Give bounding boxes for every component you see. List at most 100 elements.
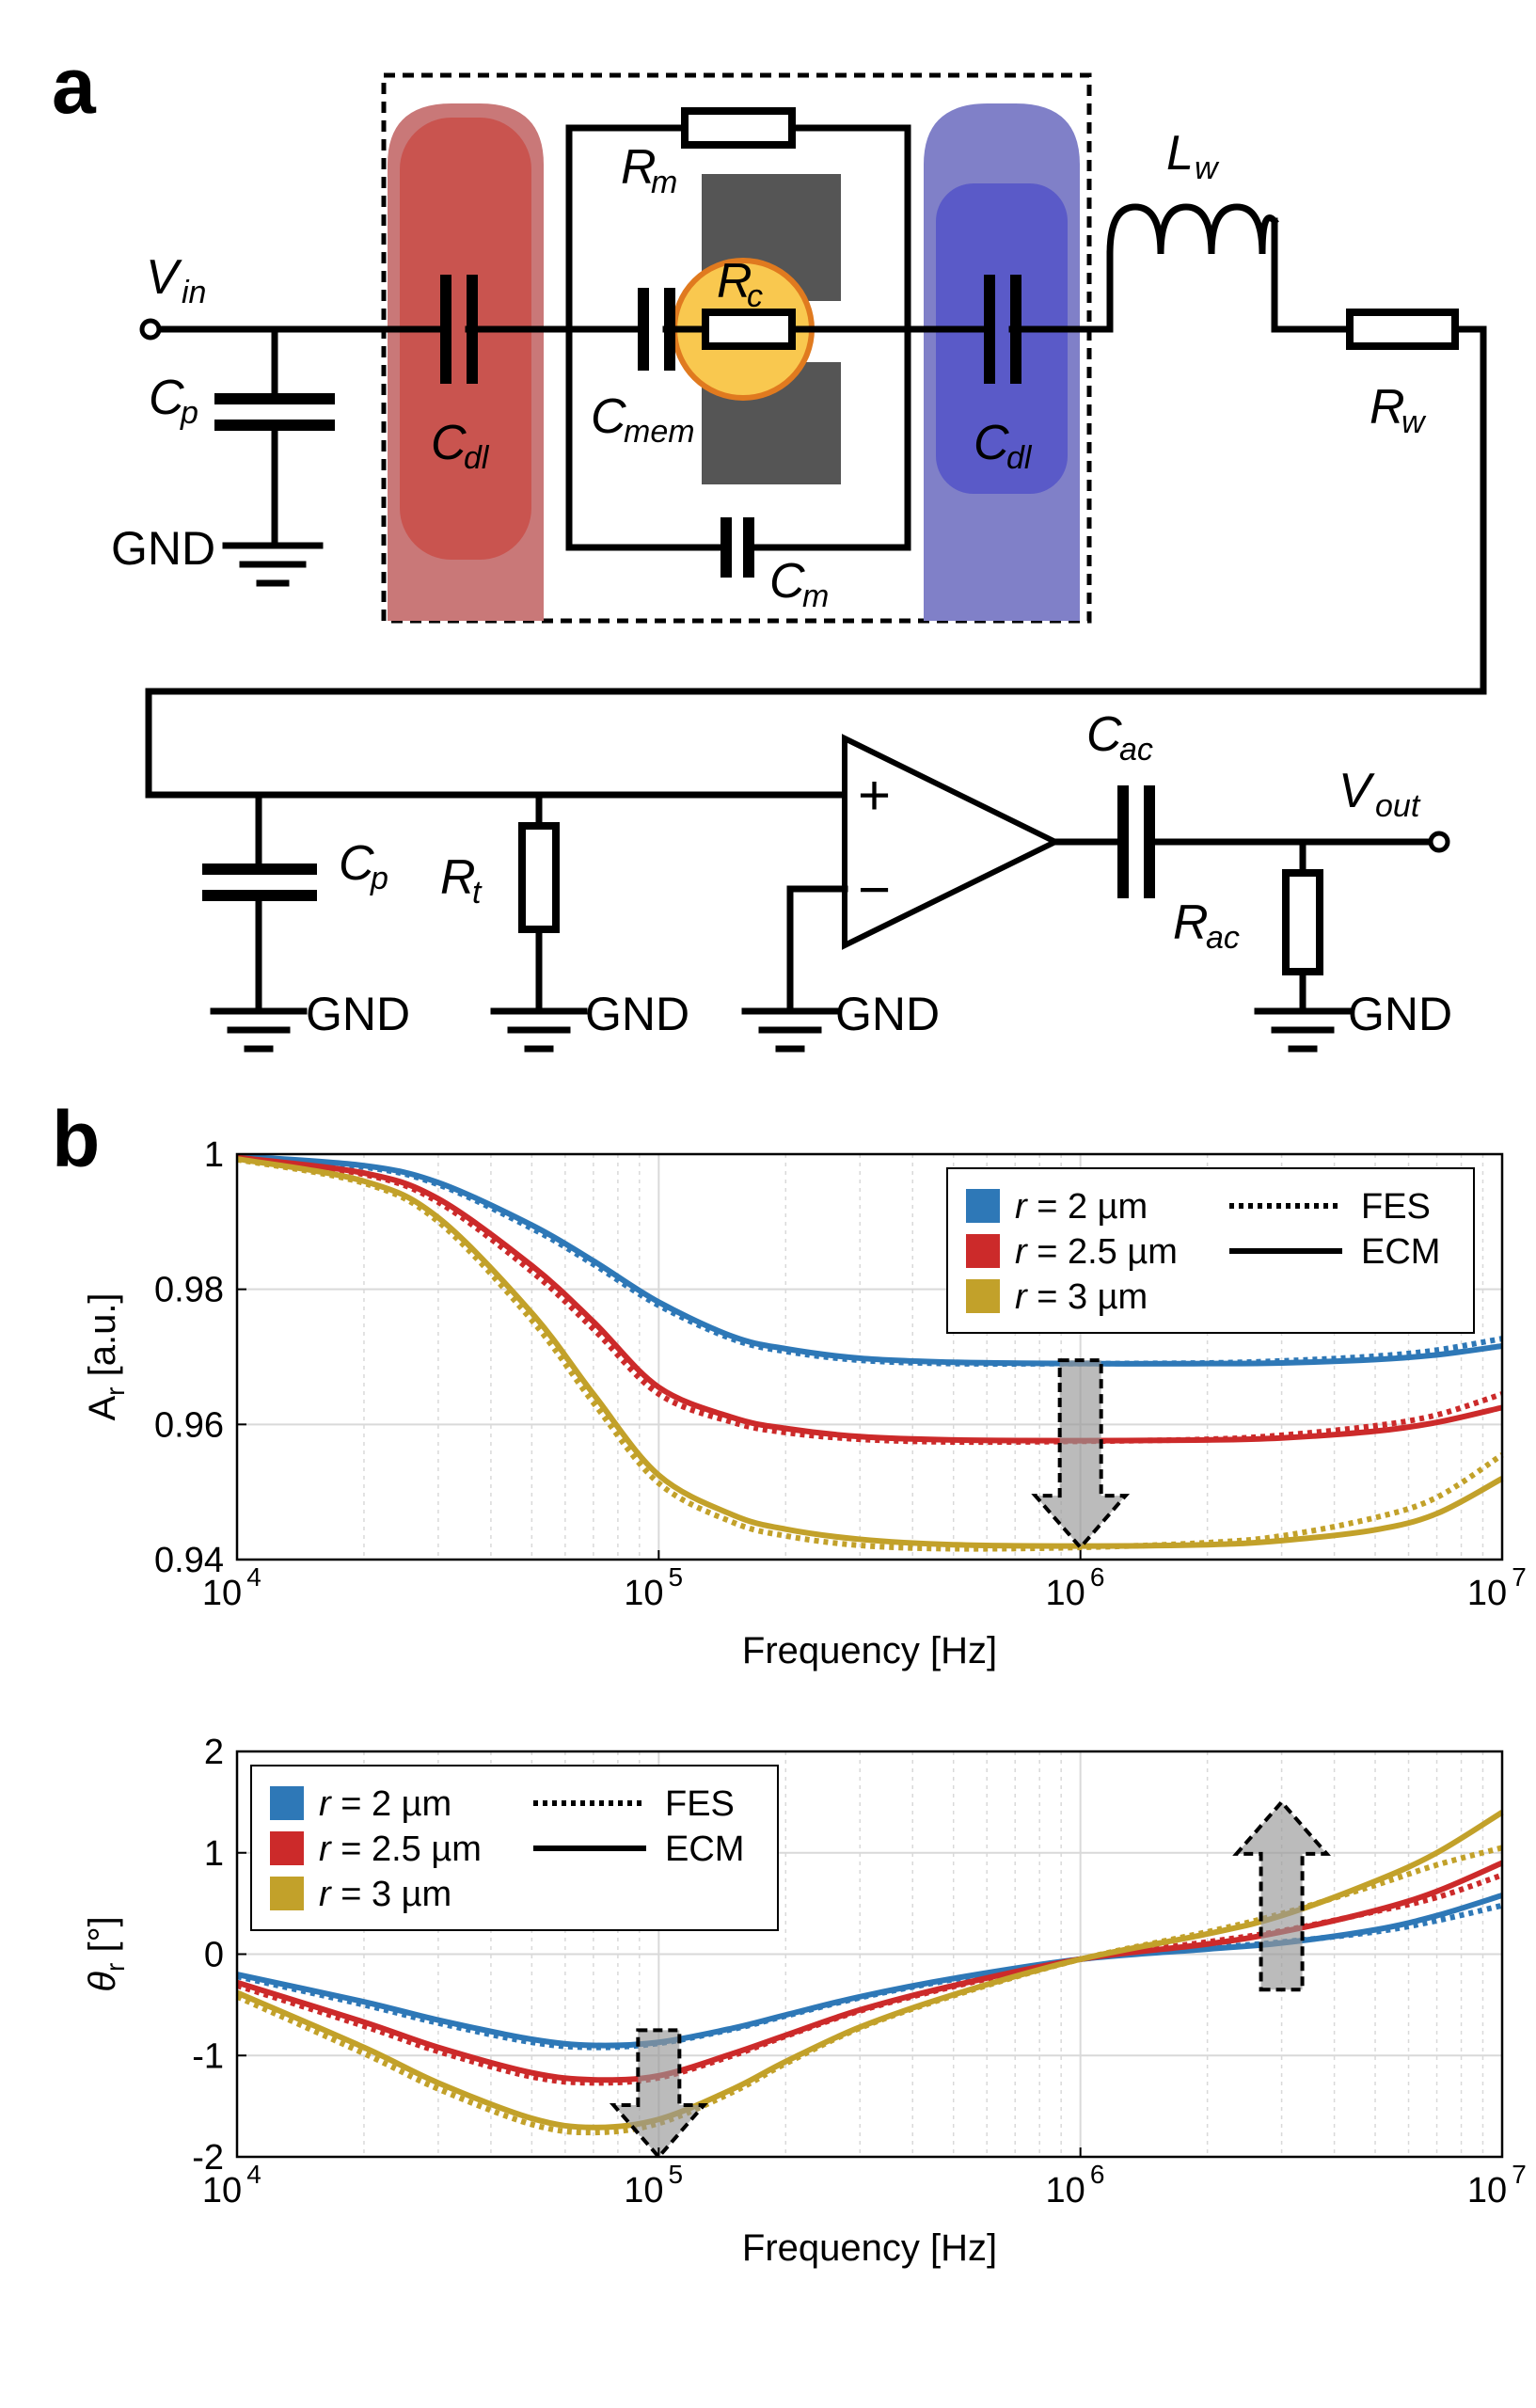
svg-text:R: R [1370,380,1405,435]
op-amp-plus: + [858,764,891,827]
series-line-fes [236,1153,1503,1367]
x-tick-label: 10 [624,1574,663,1613]
y-axis-label: θr [°] [82,1916,130,1991]
legend-series-label: r = 2.5 µm [319,1830,482,1869]
y-tick-label: 0.96 [154,1405,224,1445]
svg-text:C: C [339,836,374,891]
x-axis-label: Frequency [Hz] [742,1630,997,1671]
svg-text:dl: dl [1006,440,1033,476]
legend-series-label: r = 2 µm [1015,1187,1148,1227]
svg-text:w: w [1195,150,1220,186]
x-tick-exponent: 7 [1512,2160,1527,2189]
op-amp-minus: − [858,858,891,921]
label-rt: Rt [440,850,483,911]
svg-text:R: R [621,140,657,195]
y-tick-label: -1 [192,2036,224,2076]
panel-a-label: a [52,41,97,130]
series-line-fes [236,1872,1503,2086]
label-gnd-rac: GND [1348,988,1452,1040]
svg-text:R: R [440,850,476,905]
y-tick-label: 2 [204,1733,224,1772]
x-tick-label: 10 [1046,2171,1085,2210]
label-gnd-in: GND [111,522,215,575]
svg-text:p: p [180,395,198,431]
legend-series-label: r = 2 µm [319,1784,451,1824]
x-tick-label: 10 [1467,2171,1507,2210]
legend-style-label: ECM [665,1830,744,1869]
axes-frame [235,1750,1504,2159]
svg-text:in: in [182,275,206,310]
svg-text:C: C [974,416,1009,470]
y-tick-label: -2 [192,2138,224,2178]
svg-text:w: w [1401,404,1427,440]
legend-box [250,1765,779,1931]
legend-swatch [270,1831,304,1865]
svg-text:R: R [1173,895,1209,950]
legend-swatch [966,1279,1000,1313]
series-line-fes [236,1902,1503,2051]
series-line-fes [236,1156,1504,1552]
svg-text:V: V [1338,764,1375,818]
legend-style-label: FES [1361,1187,1431,1227]
label-cac: Cac [1086,707,1153,768]
y-tick-label: 0 [204,1936,224,1975]
svg-text:C: C [591,389,626,444]
x-tick-exponent: 6 [1090,2160,1105,2189]
panel-b-label: b [52,1095,100,1183]
y-axis-label-text: θr [°] [82,1916,130,1991]
svg-text:c: c [747,278,763,314]
label-cm: Cm [769,554,829,614]
legend-swatch [966,1189,1000,1223]
svg-text:m: m [802,578,829,614]
legend-box [946,1167,1475,1334]
op-amp [842,734,1062,950]
y-axis-label-text: Ar [a.u.] [82,1292,130,1420]
legend-swatch [966,1234,1000,1268]
svg-text:ac: ac [1119,732,1153,768]
x-tick-exponent: 5 [669,2160,684,2189]
label-gnd-cp: GND [306,988,410,1040]
label-rc: Rc [717,254,763,314]
y-tick-label: 1 [204,1135,224,1175]
legend-style-label: ECM [1361,1232,1440,1272]
series-line-fes [235,1845,1503,2136]
y-tick-label: 1 [204,1834,224,1874]
svg-text:C: C [1086,707,1122,762]
svg-text:ac: ac [1206,920,1240,956]
label-rm: Rm [621,140,677,200]
right-electrode [924,103,1080,621]
legend-series-label: r = 2.5 µm [1015,1232,1178,1272]
svg-text:C: C [769,554,805,609]
vin-terminal [139,318,162,341]
x-tick-label: 10 [1046,1574,1085,1613]
x-tick-label: 10 [202,2171,242,2210]
svg-text:t: t [472,875,483,911]
trend-arrow-icon [1031,1358,1131,1551]
trend-arrow-icon [609,2028,708,2161]
label-rw: Rw [1370,380,1427,440]
x-tick-label: 10 [1467,1574,1507,1613]
x-axis-label: Frequency [Hz] [742,2227,997,2269]
label-cdl-left: Cdl [431,416,490,476]
legend-swatch [270,1786,304,1820]
svg-text:L: L [1166,126,1194,181]
circuit-diagram: a [52,41,1487,1053]
series-line-ecm [236,1156,1504,1549]
label-cdl-right: Cdl [974,416,1033,476]
svg-text:mem: mem [624,414,695,450]
y-axis-label: Ar [a.u.] [82,1292,130,1420]
label-cp-in: Cp [149,371,198,431]
left-electrode [388,103,544,621]
label-gnd-opamp: GND [835,988,940,1040]
legend-series-label: r = 3 µm [319,1875,451,1914]
x-tick-exponent: 4 [246,2160,261,2189]
legend-swatch [270,1877,304,1910]
label-gnd-rt: GND [585,988,689,1040]
